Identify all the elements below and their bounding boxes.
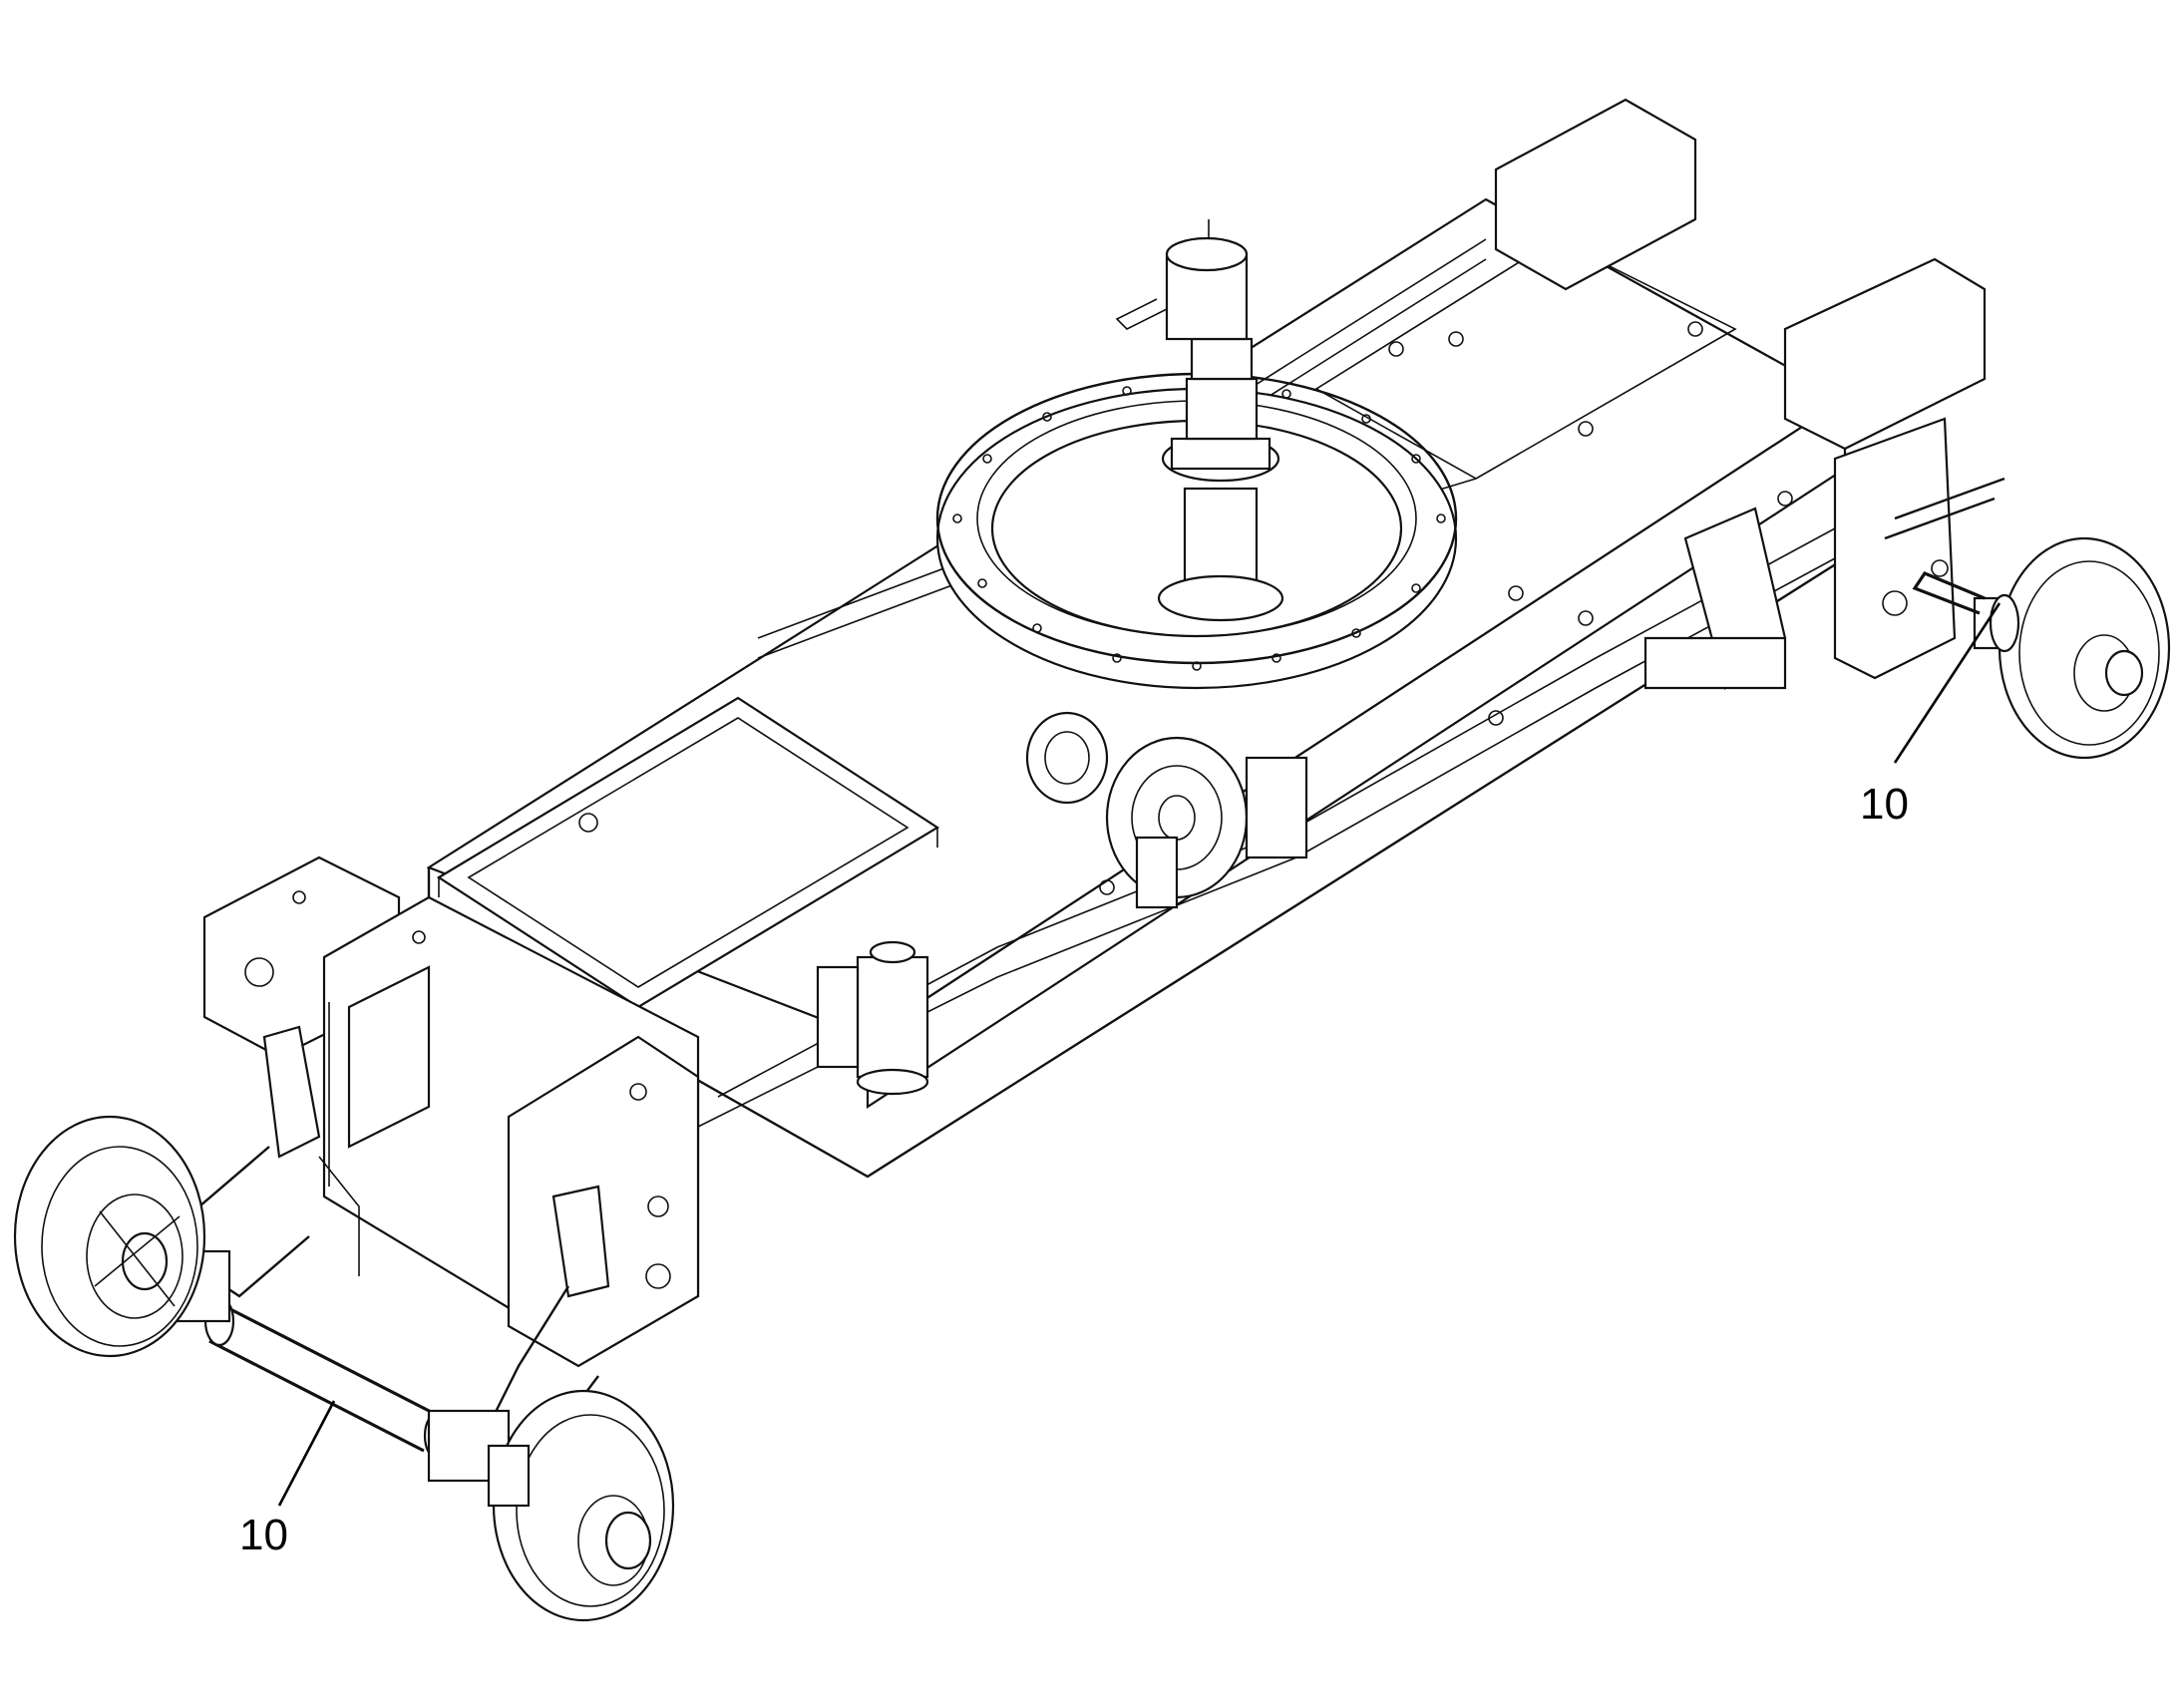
callout-label: 10 [239,1511,288,1559]
side-damper [816,940,929,1096]
rear-axlebox [1494,98,2005,680]
rear-wheel [1912,536,2171,760]
motor-column [1115,219,1284,622]
leader-line-left [277,1400,336,1507]
front-left-wheel [13,1115,206,1358]
leader-line-right [1893,602,2001,764]
gearbox [1025,711,1308,909]
battery-tray [436,696,940,1027]
front-right-wheel [487,1389,675,1622]
mid-bracket [1643,507,1787,690]
callout-label: 10 [1860,780,1909,829]
front-axle [148,1249,511,1483]
